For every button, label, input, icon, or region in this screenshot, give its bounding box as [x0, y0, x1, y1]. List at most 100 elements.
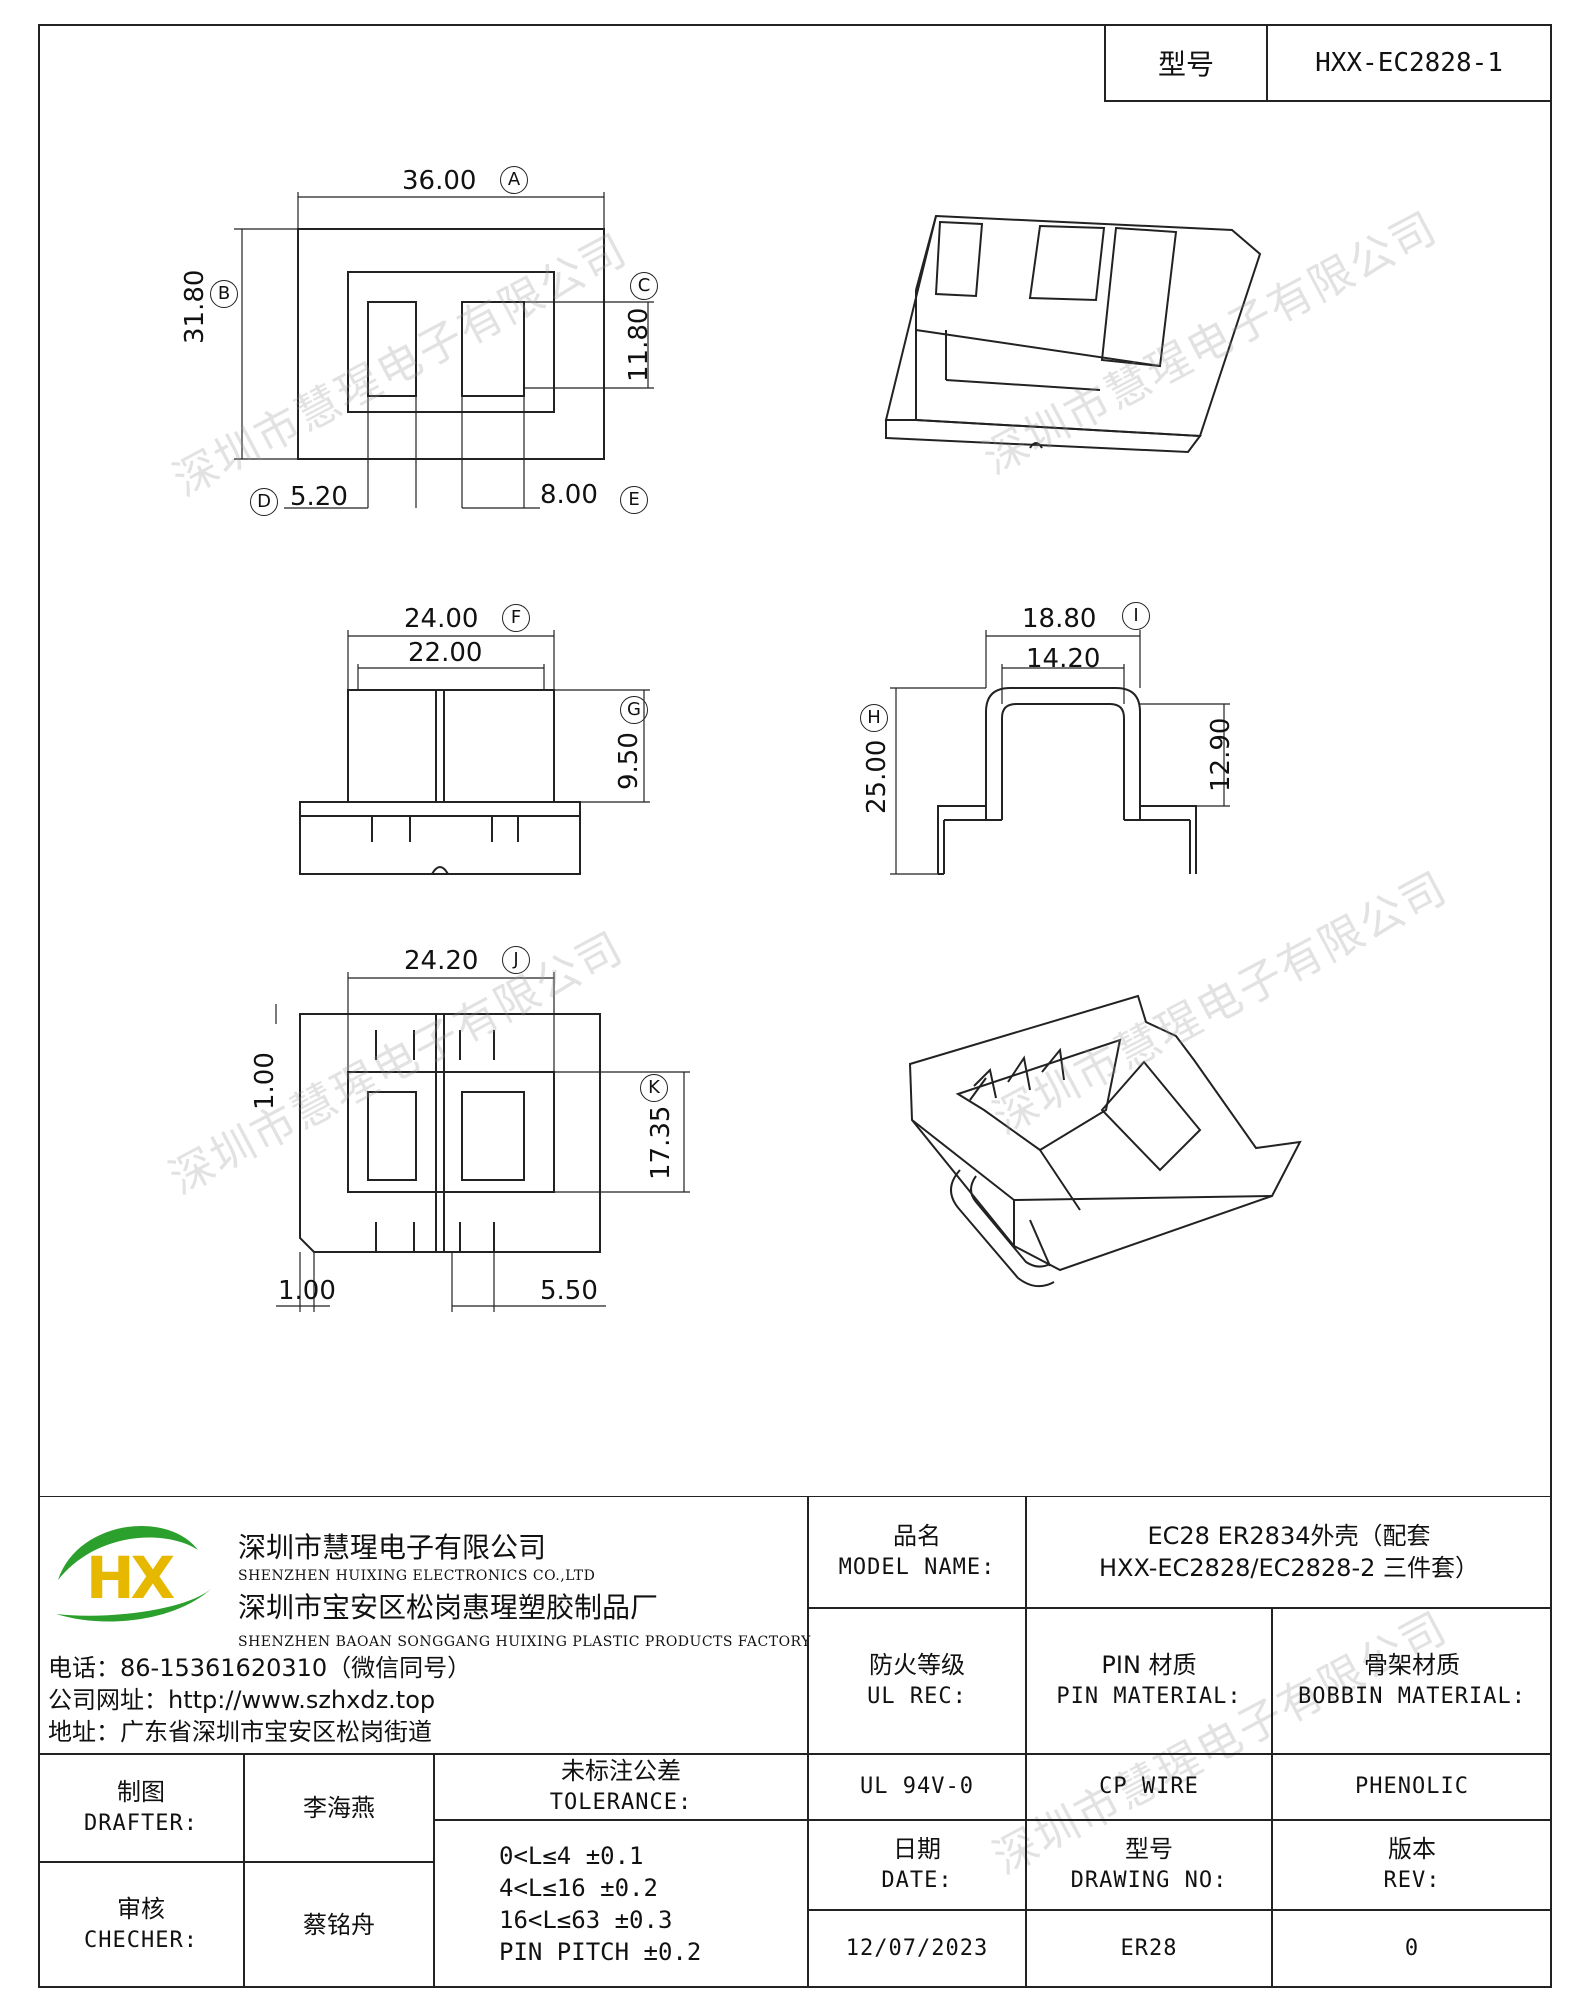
- model-name-value-cell: EC28 ER2834外壳（配套 HXX-EC2828/EC2828-2 三件套…: [1026, 1496, 1552, 1608]
- rev-label-cell: 版本 REV:: [1272, 1820, 1552, 1910]
- iso-view-1: [884, 214, 1262, 454]
- model-name-label-cell: 品名 MODEL NAME:: [808, 1496, 1026, 1608]
- company-logo: HX: [48, 1510, 218, 1630]
- company-name-en: SHENZHEN HUIXING ELECTRONICS CO.,LTD: [238, 1568, 596, 1584]
- bobbin-en: BOBBIN MATERIAL:: [1298, 1684, 1526, 1709]
- iso-view-2: [908, 994, 1302, 1288]
- dim-J-value: 24.20: [404, 946, 479, 976]
- ul-label-cell: 防火等级 UL REC:: [808, 1608, 1026, 1754]
- model-name-cn: 品名: [893, 1522, 941, 1550]
- tolerance-en: TOLERANCE:: [549, 1790, 693, 1815]
- ul-value-cell: UL 94V-0: [808, 1754, 1026, 1820]
- drafter-name: 李海燕: [303, 1794, 375, 1822]
- dim-E-circle: E: [620, 486, 648, 514]
- model-name-value-1: EC28 ER2834外壳（配套: [1147, 1522, 1431, 1550]
- checker-label-cell: 审核 CHECHER:: [38, 1862, 244, 1988]
- dim-D-circle: D: [250, 488, 278, 516]
- dim-K-circle: K: [640, 1074, 668, 1102]
- pin-en: PIN MATERIAL:: [1056, 1684, 1242, 1709]
- bobbin-cn: 骨架材质: [1364, 1651, 1460, 1679]
- bobbin-label-cell: 骨架材质 BOBBIN MATERIAL:: [1272, 1608, 1552, 1754]
- dim-K-value: 17.35: [646, 1105, 676, 1180]
- bobbin-value: PHENOLIC: [1355, 1774, 1469, 1799]
- dim-E-value: 8.00: [540, 480, 598, 510]
- tolerance-line-4: PIN PITCH ±0.2: [499, 1938, 702, 1966]
- bottom-view: [275, 972, 690, 1312]
- phone-text: 电话：86-15361620310（微信同号）: [48, 1654, 472, 1682]
- website-text: 公司网址：http://www.szhxdz.top: [48, 1686, 436, 1714]
- model-name-value-2: HXX-EC2828/EC2828-2 三件套）: [1098, 1554, 1480, 1582]
- address-text: 地址：广东省深圳市宝安区松岗街道: [48, 1718, 432, 1746]
- top-view: [234, 192, 654, 509]
- model-label: 型号: [1106, 26, 1268, 100]
- rev-en: REV:: [1383, 1868, 1441, 1893]
- rev-value-cell: 0: [1272, 1910, 1552, 1988]
- drawing-value: ER28: [1120, 1936, 1178, 1961]
- drafter-cn: 制图: [117, 1778, 165, 1806]
- ul-value: UL 94V-0: [860, 1774, 974, 1799]
- dim-I-value: 18.80: [1022, 604, 1097, 634]
- dim-left-value: 1.00: [250, 1052, 280, 1110]
- date-label-cell: 日期 DATE:: [808, 1820, 1026, 1910]
- pin-value: CP WIRE: [1099, 1774, 1199, 1799]
- dim-F-inner-value: 22.00: [408, 638, 483, 668]
- rev-cn: 版本: [1388, 1835, 1436, 1863]
- checker-en: CHECHER:: [84, 1928, 198, 1953]
- logo-text: HX: [86, 1544, 175, 1612]
- company-cell: [38, 1496, 808, 1754]
- date-cn: 日期: [893, 1835, 941, 1863]
- dim-H-value: 25.00: [862, 739, 892, 814]
- tolerance-values-cell: 0<L≤4 ±0.1 4<L≤16 ±0.2 16<L≤63 ±0.3 PIN …: [434, 1820, 808, 1988]
- checker-cn: 审核: [117, 1895, 165, 1923]
- dim-C-circle: C: [630, 272, 658, 300]
- dim-H-circle: H: [860, 704, 888, 732]
- checker-name-cell: 蔡铭舟: [244, 1862, 434, 1988]
- logo-swoosh-icon: [56, 1526, 212, 1622]
- pin-value-cell: CP WIRE: [1026, 1754, 1272, 1820]
- dim-I-inner-value: 14.20: [1026, 644, 1101, 674]
- bobbin-value-cell: PHENOLIC: [1272, 1754, 1552, 1820]
- drafter-name-cell: 李海燕: [244, 1754, 434, 1862]
- tolerance-line-2: 4<L≤16 ±0.2: [499, 1874, 658, 1902]
- title-block: HX 深圳市慧瑆电子有限公司 SHENZHEN HUIXING ELECTRON…: [38, 1496, 1552, 1988]
- date-value: 12/07/2023: [845, 1936, 989, 1961]
- dim-H-inner-value: 12.90: [1206, 717, 1236, 792]
- model-box: 型号 HXX-EC2828-1: [1104, 24, 1552, 102]
- pin-label-cell: PIN 材质 PIN MATERIAL:: [1026, 1608, 1272, 1754]
- tolerance-label-cell: 未标注公差 TOLERANCE:: [434, 1754, 808, 1820]
- drawing-en: DRAWING NO:: [1070, 1868, 1228, 1893]
- company-info: 深圳市慧瑆电子有限公司 SHENZHEN HUIXING ELECTRONICS…: [238, 1526, 811, 1650]
- checker-name: 蔡铭舟: [303, 1911, 375, 1939]
- date-value-cell: 12/07/2023: [808, 1910, 1026, 1988]
- dim-B-circle: B: [210, 280, 238, 308]
- model-name-en: MODEL NAME:: [838, 1555, 996, 1580]
- date-en: DATE:: [881, 1868, 953, 1893]
- tolerance-line-3: 16<L≤63 ±0.3: [499, 1906, 673, 1934]
- company-name-cn: 深圳市慧瑆电子有限公司: [238, 1531, 547, 1564]
- factory-name-cn: 深圳市宝安区松岗惠瑆塑胶制品厂: [238, 1591, 659, 1624]
- drafter-label-cell: 制图 DRAFTER:: [38, 1754, 244, 1862]
- drafter-en: DRAFTER:: [84, 1811, 198, 1836]
- dim-G-value: 9.50: [614, 732, 644, 790]
- dim-G-circle: G: [620, 696, 648, 724]
- ul-en: UL REC:: [867, 1684, 967, 1709]
- dim-F-value: 24.00: [404, 604, 479, 634]
- tolerance-cn: 未标注公差: [561, 1757, 681, 1785]
- pin-cn: PIN 材质: [1101, 1651, 1197, 1679]
- dim-I-circle: I: [1122, 602, 1150, 630]
- side-view: [890, 630, 1230, 875]
- front-view: [299, 630, 650, 875]
- tolerance-line-1: 0<L≤4 ±0.1: [499, 1842, 644, 1870]
- dim-D-value: 5.20: [290, 482, 348, 512]
- dim-A-circle: A: [500, 166, 528, 194]
- dim-bottom-1-value: 1.00: [278, 1276, 336, 1306]
- model-value: HXX-EC2828-1: [1315, 48, 1503, 78]
- rev-value: 0: [1404, 1936, 1420, 1961]
- technical-drawing: [234, 192, 1302, 1312]
- ul-cn: 防火等级: [869, 1651, 965, 1679]
- dim-bottom-2-value: 5.50: [540, 1276, 598, 1306]
- drawing-label-cell: 型号 DRAWING NO:: [1026, 1820, 1272, 1910]
- drawing-cn: 型号: [1125, 1835, 1173, 1863]
- drawing-value-cell: ER28: [1026, 1910, 1272, 1988]
- dim-labels: 36.00 A B 31.80 C 11.80 D 5.20 8.00 E 24…: [180, 166, 1236, 1306]
